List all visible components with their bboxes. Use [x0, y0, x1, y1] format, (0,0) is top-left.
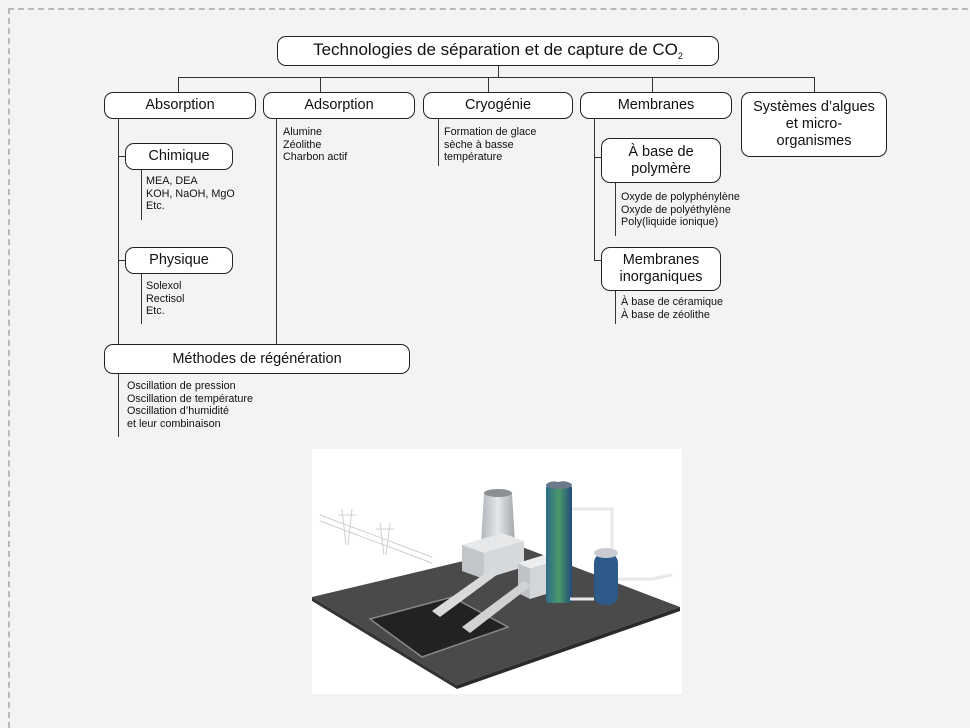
list-item: KOH, NaOH, MgO [146, 187, 235, 200]
adsorption-list: Alumine Zéolithe Charbon actif [283, 126, 347, 164]
list-item: Formation de glace [444, 126, 537, 138]
list-item: Alumine [283, 126, 323, 138]
list-item: Charbon actif [283, 151, 348, 163]
title-node: Technologies de séparation et de capture… [277, 36, 719, 66]
category-adsorption: Adsorption [263, 92, 415, 119]
list-item: et leur combinaison [127, 417, 221, 430]
list-item: Poly(liquide ionique) [621, 216, 719, 228]
connector [498, 66, 499, 77]
connector [438, 119, 439, 166]
polymere-list: Oxyde de polyphénylène Oxyde de polyéthy… [621, 191, 740, 229]
subcategory-chimique-label: Chimique [148, 148, 210, 164]
regeneration-list: Oscillation de pression Oscillation de t… [127, 380, 253, 430]
physique-list: Solexol Rectisol Etc. [146, 280, 184, 318]
connector [118, 374, 119, 437]
subcategory-physique: Physique [125, 247, 233, 274]
connector [141, 274, 142, 324]
dashed-frame [8, 8, 970, 728]
cryogenie-list: Formation de glace sèche à basse tempéra… [444, 126, 536, 164]
category-absorption-label: Absorption [145, 97, 215, 113]
connector [276, 119, 277, 344]
connector [118, 260, 125, 261]
category-cryogenie-label: Cryogénie [464, 97, 532, 113]
subcategory-polymere: À base de polymère [601, 138, 721, 183]
list-item: Etc. [146, 305, 165, 317]
power-plant-image [312, 447, 680, 689]
connector [615, 183, 616, 236]
list-item: Etc. [146, 200, 165, 212]
connector [118, 156, 125, 157]
connector [488, 77, 489, 92]
category-cryogenie: Cryogénie [423, 92, 573, 119]
list-item: Oxyde de polyéthylène [621, 203, 731, 216]
connector [814, 77, 815, 92]
list-item: Solexol [146, 280, 182, 292]
connector [178, 77, 179, 92]
category-algues-label: Systèmes d’algues et micro-organismes [753, 99, 875, 149]
list-item: Rectisol [146, 292, 185, 305]
inorganiques-list: À base de céramique À base de zéolithe [621, 296, 723, 321]
connector [320, 77, 321, 92]
list-item: À base de céramique [621, 296, 724, 308]
regeneration-node: Méthodes de régénération [104, 344, 410, 374]
category-algues: Systèmes d’algues et micro-organismes [741, 92, 887, 157]
list-item: MEA, DEA [146, 175, 198, 187]
list-item: Oscillation d’humidité [127, 405, 230, 417]
subcategory-polymere-label: À base de polymère [628, 143, 694, 177]
subcategory-chimique: Chimique [125, 143, 233, 170]
list-item: À base de zéolithe [621, 308, 710, 321]
category-membranes-label: Membranes [617, 97, 695, 113]
subcategory-physique-label: Physique [149, 252, 209, 268]
list-item: sèche à basse [444, 138, 514, 151]
connector [615, 291, 616, 324]
category-absorption: Absorption [104, 92, 256, 119]
subcategory-inorganiques-label: Membranes inorganiques [619, 252, 703, 285]
connector [178, 77, 814, 78]
connector [652, 77, 653, 92]
title-text: Technologies de séparation et de capture… [313, 40, 683, 61]
power-plant-illustration [312, 447, 682, 694]
connector [141, 170, 142, 220]
connector [118, 119, 119, 344]
subcategory-inorganiques: Membranes inorganiques [601, 247, 721, 291]
regeneration-label: Méthodes de régénération [172, 350, 342, 367]
connector [594, 157, 601, 158]
category-membranes: Membranes [580, 92, 732, 119]
category-adsorption-label: Adsorption [304, 97, 374, 113]
chimique-list: MEA, DEA KOH, NaOH, MgO Etc. [146, 175, 235, 213]
connector [594, 119, 595, 260]
list-item: température [444, 151, 503, 163]
list-item: Oscillation de pression [127, 380, 236, 392]
connector [594, 260, 601, 261]
list-item: Zéolithe [283, 138, 322, 151]
list-item: Oscillation de température [127, 392, 254, 405]
list-item: Oxyde de polyphénylène [621, 191, 740, 203]
